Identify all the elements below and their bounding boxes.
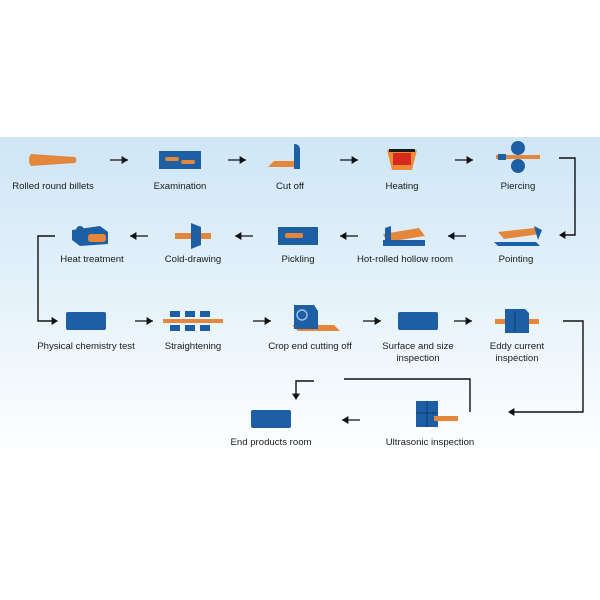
step-label-eddy-current-inspection: inspection (495, 353, 538, 364)
arrow-head (235, 232, 242, 240)
step-label-ultrasonic-inspection: Ultrasonic inspection (386, 437, 475, 448)
arrow-head (51, 317, 58, 325)
storage-room-icon (251, 410, 291, 428)
arrow-head (264, 317, 271, 325)
ultrasonic-icon (416, 401, 458, 427)
step-label-cut-off: Cut off (276, 181, 304, 192)
step-label-heating: Heating (385, 181, 418, 192)
billet-icon (29, 154, 77, 166)
flow-connector (559, 157, 576, 236)
cut-off-icon (268, 144, 300, 169)
arrow-head (340, 232, 347, 240)
step-label-physical-chemistry-test: Physical chemistry test (37, 341, 135, 352)
cold-drawing-die-icon (175, 223, 211, 249)
step-label-surface-and-size-inspection: Surface and size (382, 341, 453, 352)
arrow-head (559, 231, 566, 239)
arrow-head (465, 317, 472, 325)
diagram-background (0, 137, 600, 461)
arrow-head (239, 156, 246, 164)
arrow-head (448, 232, 455, 240)
arrow-head (508, 408, 515, 416)
eddy-current-icon (495, 309, 539, 333)
heat-treatment-icon (72, 226, 108, 246)
test-box-icon (66, 312, 106, 330)
flow-connector (37, 235, 56, 322)
pickling-tank-icon (278, 227, 318, 245)
flow-connector (510, 320, 584, 413)
step-label-pickling: Pickling (281, 254, 314, 265)
piercing-rolls-icon (496, 141, 540, 173)
arrow-head (466, 156, 473, 164)
step-label-hot-rolled-hollow-room: Hot-rolled hollow room (357, 254, 453, 265)
flow-connector (295, 380, 314, 398)
arrow-head (121, 156, 128, 164)
step-label-rolled-round-billets: Rolled round billets (12, 181, 94, 192)
straightening-rolls-icon (163, 311, 223, 331)
step-label-cold-drawing: Cold-drawing (165, 254, 222, 265)
arrow-head (146, 317, 153, 325)
arrow-head (292, 393, 300, 400)
arrow-head (130, 232, 137, 240)
arrow-head (374, 317, 381, 325)
pointing-icon (494, 226, 542, 246)
step-label-pointing: Pointing (499, 254, 534, 265)
furnace-icon (387, 149, 417, 170)
crop-saw-icon (292, 305, 340, 331)
arrow-head (342, 416, 349, 424)
step-label-heat-treatment: Heat treatment (60, 254, 124, 265)
flow-connector (344, 378, 471, 412)
step-label-examination: Examination (154, 181, 207, 192)
step-label-eddy-current-inspection: Eddy current (490, 341, 545, 352)
inspection-box-icon (398, 312, 438, 330)
hollow-room-icon (383, 226, 425, 246)
step-label-end-products-room: End products room (230, 437, 311, 448)
step-label-straightening: Straightening (165, 341, 222, 352)
examination-icon (159, 151, 201, 169)
step-label-surface-and-size-inspection: inspection (396, 353, 439, 364)
step-label-crop-end-cutting-off: Crop end cutting off (268, 341, 352, 352)
arrow-head (351, 156, 358, 164)
step-label-piercing: Piercing (501, 181, 536, 192)
